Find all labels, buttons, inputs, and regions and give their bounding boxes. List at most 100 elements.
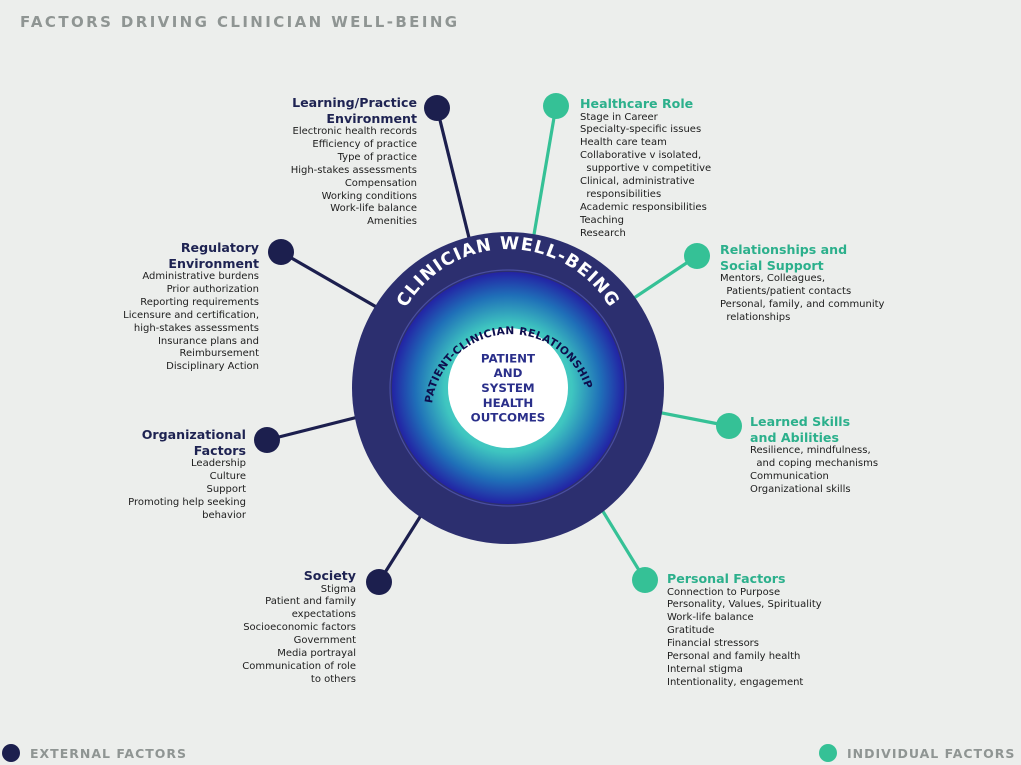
- center-label-line: PATIENT: [481, 351, 535, 365]
- legend-individual: INDIVIDUAL FACTORS: [819, 744, 1015, 762]
- dot-organizational: [254, 427, 280, 453]
- list-item: Compensation: [344, 177, 417, 189]
- list-item: Promoting help seeking: [128, 496, 246, 508]
- factor-learning-title: Learning/Practice: [292, 95, 417, 110]
- list-item: Patients/patient contacts: [720, 285, 852, 297]
- dot-personal: [632, 567, 658, 593]
- factor-regulatory: Regulatory Environment Administrative bu…: [123, 240, 259, 374]
- list-item: Disciplinary Action: [166, 361, 259, 373]
- list-item: Licensure and certification,: [123, 309, 259, 321]
- list-item: relationships: [720, 311, 791, 323]
- list-item: Efficiency of practice: [312, 138, 417, 150]
- factor-organizational: Organizational Factors Leadership Cultur…: [128, 427, 246, 523]
- factor-learning: Learning/Practice Environment Electronic…: [291, 95, 417, 229]
- factor-dots: [254, 93, 742, 595]
- factor-relationships-title-2: Social Support: [720, 257, 824, 273]
- center-label-line: HEALTH: [483, 396, 534, 410]
- list-item: Type of practice: [337, 151, 417, 163]
- list-item: expectations: [291, 609, 356, 621]
- list-item: Gratitude: [667, 625, 715, 637]
- list-item: Culture: [209, 470, 246, 482]
- list-item: Financial stressors: [667, 638, 760, 650]
- list-item: Insurance plans and: [157, 335, 259, 347]
- list-item: Specialty-specific issues: [580, 124, 702, 136]
- factor-learned-skills-title: Learned Skills: [750, 414, 851, 429]
- center-label-line: AND: [494, 366, 523, 380]
- list-item: Patient and family: [265, 596, 356, 608]
- list-item: Organizational skills: [750, 483, 851, 495]
- list-item: Academic responsibilities: [580, 201, 707, 213]
- list-item: Connection to Purpose: [667, 586, 781, 598]
- list-item: Internal stigma: [667, 663, 743, 675]
- factor-learning-title-2: Environment: [326, 110, 417, 126]
- legend-external: EXTERNAL FACTORS: [2, 744, 187, 762]
- factor-regulatory-title-2: Environment: [168, 255, 259, 271]
- dot-society: [366, 569, 392, 595]
- spoke-personal: [594, 499, 647, 581]
- list-item: Leadership: [191, 458, 246, 469]
- list-item: supportive v competitive: [580, 163, 712, 175]
- list-item: Electronic health records: [292, 126, 417, 137]
- list-item: to others: [310, 673, 356, 685]
- list-item: Reimbursement: [179, 348, 259, 360]
- center-circle-outcomes: [448, 328, 568, 448]
- factor-learned-skills-title-2: and Abilities: [750, 429, 839, 445]
- list-item: and coping mechanisms: [750, 457, 879, 469]
- list-item: Personal, family, and community: [720, 298, 885, 310]
- inner-ring-border: [389, 269, 627, 507]
- list-item: Resilience, mindfulness,: [750, 445, 871, 456]
- factor-organizational-title-2: Factors: [193, 442, 246, 458]
- list-item: Personality, Values, Spirituality: [667, 599, 822, 611]
- list-item: Collaborative v isolated,: [580, 150, 702, 162]
- list-item: Amenities: [367, 216, 417, 228]
- list-item: Teaching: [580, 214, 624, 226]
- dot-skills: [716, 413, 742, 439]
- list-item: Communication: [750, 470, 829, 482]
- factor-healthcare-role: Healthcare Role Stage in Career Specialt…: [580, 96, 711, 241]
- list-item: High-stakes assessments: [290, 164, 417, 176]
- list-item: high-stakes assessments: [133, 322, 259, 334]
- list-item: Administrative burdens: [142, 271, 259, 282]
- factor-personal-title: Personal Factors: [667, 571, 786, 586]
- spoke-healthcare: [528, 105, 558, 259]
- external-dot-icon: [2, 744, 20, 762]
- list-item: Working conditions: [321, 190, 417, 202]
- list-item: Prior authorization: [166, 283, 259, 295]
- spoke-regulatory: [280, 250, 393, 318]
- list-item: Support: [206, 483, 246, 495]
- legend-individual-label: INDIVIDUAL FACTORS: [847, 745, 1016, 761]
- list-item: Media portrayal: [277, 648, 356, 660]
- factor-relationships-title: Relationships and: [720, 242, 848, 257]
- individual-dot-icon: [819, 744, 837, 762]
- list-item: responsibilities: [580, 188, 662, 200]
- list-item: Reporting requirements: [140, 296, 259, 308]
- dot-regulatory: [268, 239, 294, 265]
- dot-learning: [424, 95, 450, 121]
- list-item: Government: [293, 635, 356, 647]
- list-item: Work-life balance: [667, 612, 754, 624]
- factor-relationships: Relationships and Social Support Mentors…: [720, 242, 884, 325]
- factor-healthcare-role-title: Healthcare Role: [580, 96, 694, 111]
- spoke-learning: [435, 107, 476, 259]
- list-item: Stage in Career: [580, 111, 658, 123]
- factor-organizational-title: Organizational: [141, 427, 246, 442]
- factor-learned-skills: Learned Skills and Abilities Resilience,…: [750, 414, 878, 497]
- list-item: Intentionality, engagement: [667, 676, 804, 688]
- list-item: Health care team: [580, 137, 667, 149]
- list-item: behavior: [202, 509, 246, 521]
- list-item: Clinical, administrative: [580, 176, 695, 188]
- factor-regulatory-title: Regulatory: [180, 240, 259, 255]
- center-label-line: SYSTEM: [481, 381, 534, 395]
- factor-society-title: Society: [303, 568, 356, 583]
- list-item: Personal and family health: [667, 651, 801, 663]
- list-item: Communication of role: [242, 660, 356, 672]
- dot-healthcare: [543, 93, 569, 119]
- list-item: Research: [580, 227, 626, 239]
- page-title: FACTORS DRIVING CLINICIAN WELL-BEING: [20, 13, 460, 31]
- legend-external-label: EXTERNAL FACTORS: [30, 745, 188, 761]
- factor-personal: Personal Factors Connection to Purpose P…: [667, 571, 822, 690]
- list-item: Work-life balance: [330, 203, 417, 215]
- dot-relationships: [684, 243, 710, 269]
